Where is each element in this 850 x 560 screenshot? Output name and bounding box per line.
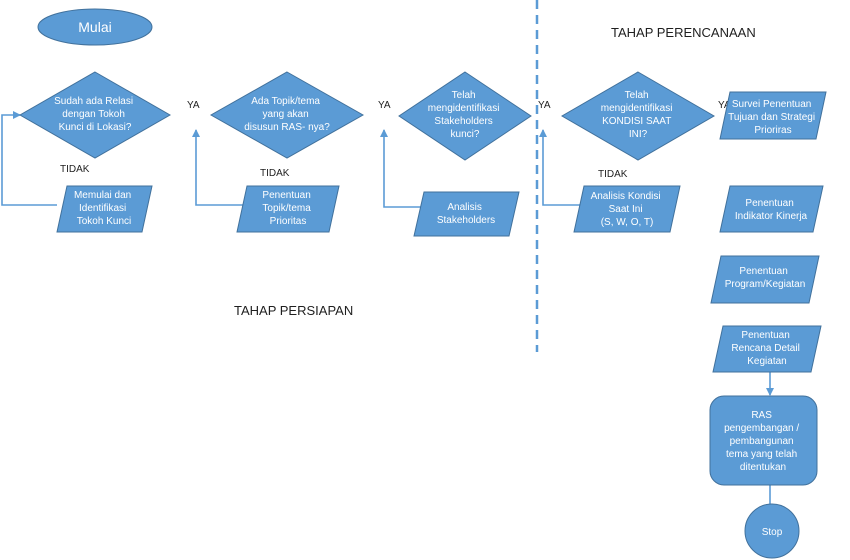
process-text: Penentuan Indikator Kinerja	[735, 198, 808, 222]
edge-label-yes: YA	[378, 100, 391, 111]
text-line: Saat Ini	[609, 204, 643, 215]
text-line: Penentuan	[745, 198, 793, 209]
text-line: KONDISI SAAT	[602, 116, 671, 127]
text-line: RAS	[751, 410, 772, 421]
process-parallelogram[interactable]	[413, 191, 520, 237]
decision-stakeholders[interactable]: Telah mengidentifikasi Stakeholders kunc…	[398, 71, 532, 161]
text-line: Telah	[625, 90, 649, 101]
step-program-kegiatan[interactable]: Penentuan Program/Kegiatan	[710, 255, 820, 304]
decision-diamond[interactable]	[561, 71, 715, 161]
process-text: Penentuan Rencana Detail Kegiatan	[731, 330, 802, 367]
text-line: Indikator Kinerja	[735, 211, 808, 222]
connectors	[1, 111, 774, 512]
start-label: Mulai	[78, 19, 111, 35]
text-line: (S, W, O, T)	[601, 217, 654, 228]
start-terminator[interactable]	[37, 8, 153, 46]
edge-label-no: TIDAK	[598, 169, 628, 180]
decision-diamond[interactable]	[209, 71, 365, 159]
text-line: Penentuan	[262, 190, 310, 201]
process-parallelogram[interactable]	[719, 91, 827, 140]
process-parallelogram[interactable]	[573, 185, 681, 233]
text-line: Ada Topik/tema	[251, 96, 320, 107]
edge-label-no: TIDAK	[260, 168, 290, 179]
loop-connector-2	[192, 129, 248, 206]
output-text: RAS pengembangan / pembangunan tema yang…	[724, 410, 802, 473]
loop-connector-4	[539, 129, 585, 206]
step-survei-tujuan[interactable]: Survei Penentuan Tujuan dan Strategi Pri…	[719, 91, 827, 140]
text-line: Prioritas	[270, 216, 307, 227]
text-line: Penentuan	[741, 330, 789, 341]
text-line: disusun RAS- nya?	[244, 122, 330, 133]
action-analisis-stakeholders[interactable]: Analisis Stakeholders	[413, 191, 520, 237]
text-line: Analisis Kondisi	[591, 191, 661, 202]
edge-label-yes: YA	[187, 100, 200, 111]
loop-connector-3	[380, 129, 423, 208]
text-line: Kunci di Lokasi?	[59, 122, 132, 133]
action-analisis-kondisi[interactable]: Analisis Kondisi Saat Ini (S, W, O, T)	[573, 185, 681, 233]
loop-connector-1	[1, 111, 57, 206]
phase-label-preparation: TAHAP PERSIAPAN	[234, 303, 353, 318]
decision-topik[interactable]: Ada Topik/tema yang akan disusun RAS- ny…	[209, 71, 365, 159]
phase-label-planning: TAHAP PERENCANAAN	[611, 25, 756, 40]
text-line: Stakeholders	[437, 215, 495, 226]
output-ras[interactable]: RAS pengembangan / pembangunan tema yang…	[709, 395, 818, 486]
process-text: Analisis Stakeholders	[437, 202, 495, 226]
step-indikator-kinerja[interactable]: Penentuan Indikator Kinerja	[719, 185, 824, 233]
output-box[interactable]	[709, 395, 818, 486]
decision-kondisi[interactable]: Telah mengidentifikasi KONDISI SAAT INI?	[561, 71, 715, 161]
stop-label: Stop	[762, 527, 783, 538]
text-line: kunci?	[451, 129, 480, 140]
text-line: Rencana Detail	[731, 343, 799, 354]
text-line: Analisis	[447, 202, 481, 213]
text-line: mengidentifikasi	[428, 103, 500, 114]
decision-diamond[interactable]	[18, 71, 172, 159]
text-line: Tujuan dan Strategi	[728, 112, 815, 123]
text-line: Stakeholders	[434, 116, 492, 127]
process-parallelogram[interactable]	[712, 325, 822, 373]
text-line: yang akan	[263, 109, 309, 120]
decision-text: Telah mengidentifikasi Stakeholders kunc…	[428, 90, 503, 140]
text-line: Topik/tema	[262, 203, 311, 214]
text-line: pengembangan /	[724, 423, 799, 434]
text-line: Tokoh Kunci	[77, 216, 131, 227]
action-penentuan-topik[interactable]: Penentuan Topik/tema Prioritas	[236, 185, 340, 233]
process-text: Penentuan Topik/tema Prioritas	[262, 190, 313, 227]
text-line: Identifikasi	[79, 203, 126, 214]
text-line: ditentukan	[740, 462, 786, 473]
text-line: Telah	[452, 90, 476, 101]
process-parallelogram[interactable]	[56, 185, 153, 233]
process-text: Survei Penentuan Tujuan dan Strategi Pri…	[728, 99, 818, 136]
text-line: tema yang telah	[726, 449, 797, 460]
process-text: Memulai dan Identifikasi Tokoh Kunci	[74, 190, 134, 227]
text-line: INI?	[629, 129, 648, 140]
edge-label-no: TIDAK	[60, 164, 90, 175]
text-line: mengidentifikasi	[601, 103, 673, 114]
stop-terminator[interactable]	[744, 503, 800, 559]
decision-text: Sudah ada Relasi dengan Tokoh Kunci di L…	[54, 96, 136, 133]
step-rencana-detail[interactable]: Penentuan Rencana Detail Kegiatan	[712, 325, 822, 373]
process-parallelogram[interactable]	[719, 185, 824, 233]
text-line: Prioriras	[754, 125, 791, 136]
decision-relasi[interactable]: Sudah ada Relasi dengan Tokoh Kunci di L…	[18, 71, 172, 159]
text-line: Survei Penentuan	[732, 99, 812, 110]
decision-diamond[interactable]	[398, 71, 532, 161]
edge-label-yes: YA	[538, 100, 551, 111]
process-parallelogram[interactable]	[236, 185, 340, 233]
edge-label-yes: YA	[718, 100, 731, 111]
process-text: Penentuan Program/Kegiatan	[725, 266, 806, 290]
decision-text: Ada Topik/tema yang akan disusun RAS- ny…	[244, 96, 330, 133]
action-identifikasi-tokoh[interactable]: Memulai dan Identifikasi Tokoh Kunci	[56, 185, 153, 233]
text-line: dengan Tokoh	[62, 109, 125, 120]
text-line: Kegiatan	[747, 356, 786, 367]
process-parallelogram[interactable]	[710, 255, 820, 304]
decision-text: Telah mengidentifikasi KONDISI SAAT INI?	[601, 90, 676, 140]
text-line: Penentuan	[739, 266, 787, 277]
text-line: Program/Kegiatan	[725, 279, 806, 290]
text-line: Memulai dan	[74, 190, 131, 201]
text-line: Sudah ada Relasi	[54, 96, 133, 107]
text-line: pembangunan	[730, 436, 794, 447]
process-text: Analisis Kondisi Saat Ini (S, W, O, T)	[591, 191, 664, 228]
